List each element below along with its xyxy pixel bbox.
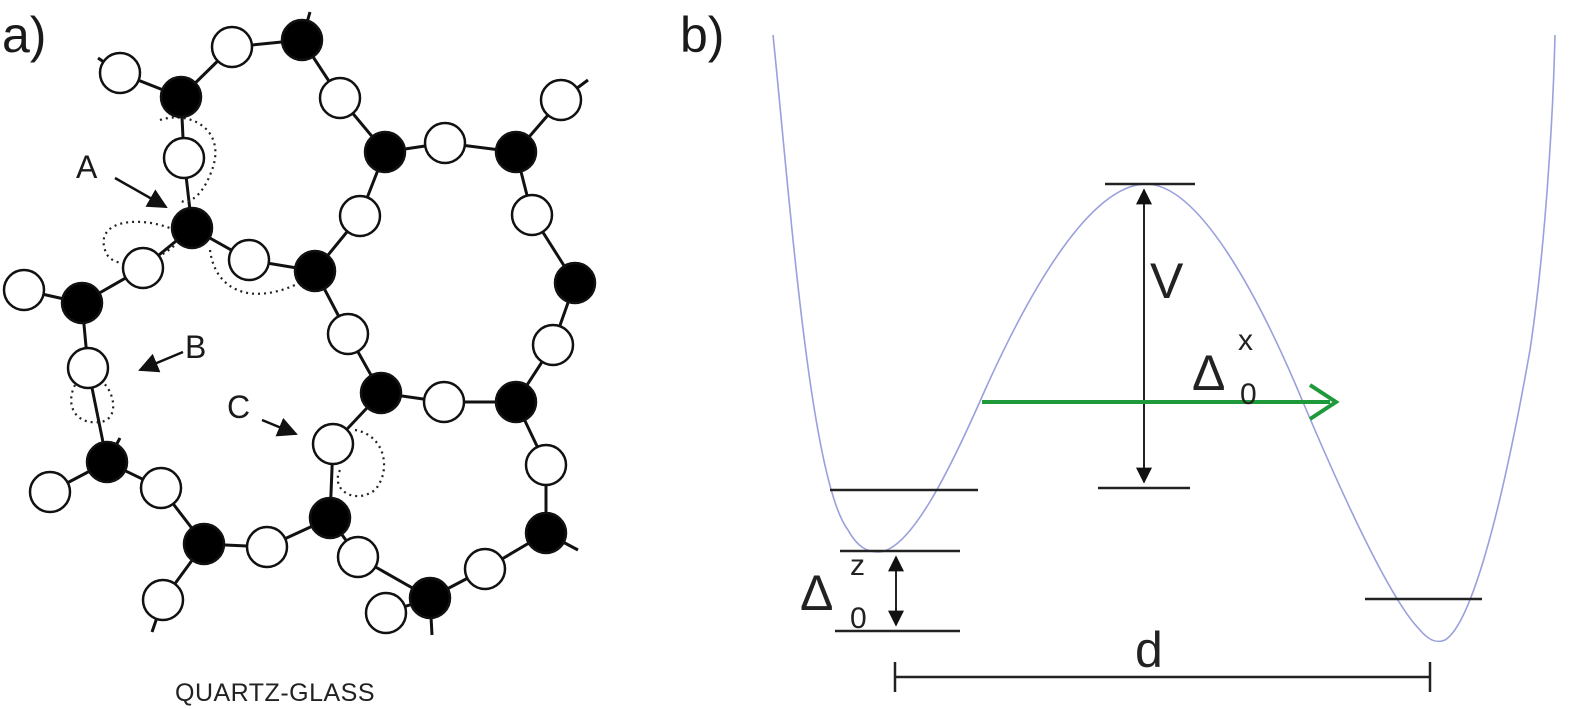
alternative-position-outline — [208, 249, 296, 295]
site-label-a: A — [76, 149, 98, 185]
tunnel-arrowhead — [1308, 383, 1340, 421]
asymmetry-superscript: z — [850, 549, 865, 582]
asymmetry-subscript: 0 — [850, 602, 867, 635]
oxygen-atom — [423, 121, 467, 165]
alternative-position-outline — [102, 220, 176, 265]
network-atoms — [2, 18, 597, 635]
tunnel-subscript: 0 — [1240, 378, 1257, 411]
site-c-arrow — [261, 417, 298, 437]
oxygen-atom — [139, 466, 183, 510]
silicon-atom — [359, 371, 403, 415]
oxygen-atom — [28, 470, 72, 514]
network-bonds — [5, 11, 589, 636]
oxygen-atom — [364, 591, 408, 635]
tunnel-superscript: x — [1238, 324, 1253, 357]
double-well-potential: b) V Δ x 0 Δ z 0 d — [680, 7, 1556, 692]
panel-a-label: a) — [2, 7, 46, 63]
oxygen-atom — [338, 194, 382, 238]
oxygen-atom — [227, 238, 271, 282]
site-label-c: C — [227, 389, 250, 425]
panel-b-label: b) — [680, 7, 724, 63]
silicon-atom — [280, 18, 324, 62]
silicon-atom — [494, 130, 538, 174]
oxygen-atom — [311, 422, 355, 466]
oxygen-atom — [510, 193, 554, 237]
barrier-label: V — [1150, 253, 1184, 309]
silicon-atom — [182, 522, 226, 566]
silicon-atom — [494, 380, 538, 424]
silicon-atom — [293, 249, 337, 293]
alternative-positions — [70, 116, 386, 498]
silicon-atom — [408, 576, 452, 620]
oxygen-atom — [463, 547, 507, 591]
site-label-b: B — [185, 329, 206, 365]
site-a-arrow — [114, 176, 168, 209]
silicon-atom — [524, 511, 568, 555]
oxygen-atom — [531, 323, 575, 367]
oxygen-atom — [121, 246, 165, 290]
quartz-glass-network: a) A B C QUARTZ-GLASS — [2, 7, 597, 707]
silicon-atom — [170, 206, 214, 250]
oxygen-atom — [539, 78, 583, 122]
oxygen-atom — [326, 312, 370, 356]
oxygen-atom — [336, 535, 380, 579]
potential-curve — [772, 34, 1556, 643]
tunnel-symbol: Δ — [1192, 345, 1225, 401]
silicon-atom — [60, 281, 104, 325]
alternative-position-outline — [159, 116, 217, 203]
asymmetry-symbol: Δ — [800, 565, 833, 621]
silicon-atom — [159, 75, 203, 119]
oxygen-atom — [210, 25, 254, 69]
oxygen-atom — [141, 578, 185, 622]
oxygen-atom — [318, 76, 362, 120]
site-b-arrow — [138, 350, 184, 373]
oxygen-atom — [2, 268, 46, 312]
silicon-atom — [85, 440, 129, 484]
oxygen-atom — [98, 51, 142, 95]
oxygen-atom — [66, 346, 110, 390]
silicon-atom — [308, 496, 352, 540]
oxygen-atom — [422, 380, 466, 424]
panel-a-caption: QUARTZ-GLASS — [175, 679, 375, 707]
oxygen-atom — [524, 443, 568, 487]
silicon-atom — [553, 261, 597, 305]
oxygen-atom — [245, 525, 289, 569]
oxygen-atom — [162, 136, 206, 180]
distance-label: d — [1135, 622, 1163, 678]
silicon-atom — [363, 130, 407, 174]
